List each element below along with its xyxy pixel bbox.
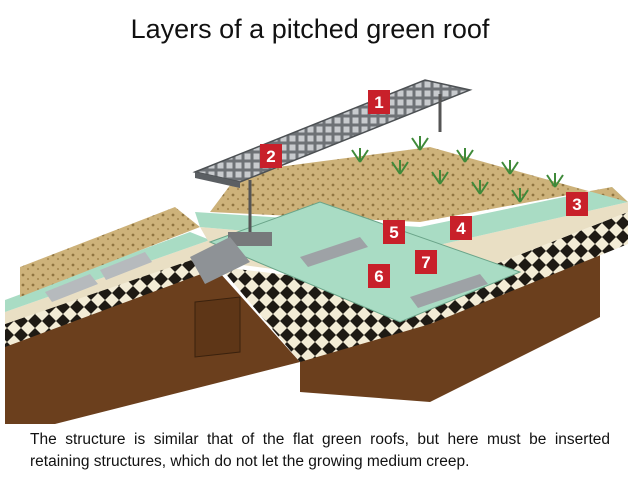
layer-marker-6: 6: [368, 264, 390, 288]
roof-cross-section-illustration: 1 2 3 4 5 6 7: [0, 62, 638, 424]
svg-text:7: 7: [421, 253, 430, 272]
svg-text:4: 4: [456, 219, 466, 238]
layer-marker-1: 1: [368, 90, 390, 114]
layer-marker-4: 4: [450, 216, 472, 240]
svg-text:3: 3: [572, 195, 581, 214]
layer-marker-2: 2: [260, 144, 282, 168]
layer-marker-3: 3: [566, 192, 588, 216]
layer-marker-7: 7: [415, 250, 437, 274]
svg-text:2: 2: [266, 147, 275, 166]
svg-text:5: 5: [389, 223, 398, 242]
drain-block: [195, 297, 240, 357]
diagram-title: Layers of a pitched green roof: [0, 14, 620, 45]
svg-text:6: 6: [374, 267, 383, 286]
diagram-caption: The structure is similar that of the fla…: [30, 429, 610, 473]
layer-marker-5: 5: [383, 220, 405, 244]
svg-text:1: 1: [374, 93, 383, 112]
